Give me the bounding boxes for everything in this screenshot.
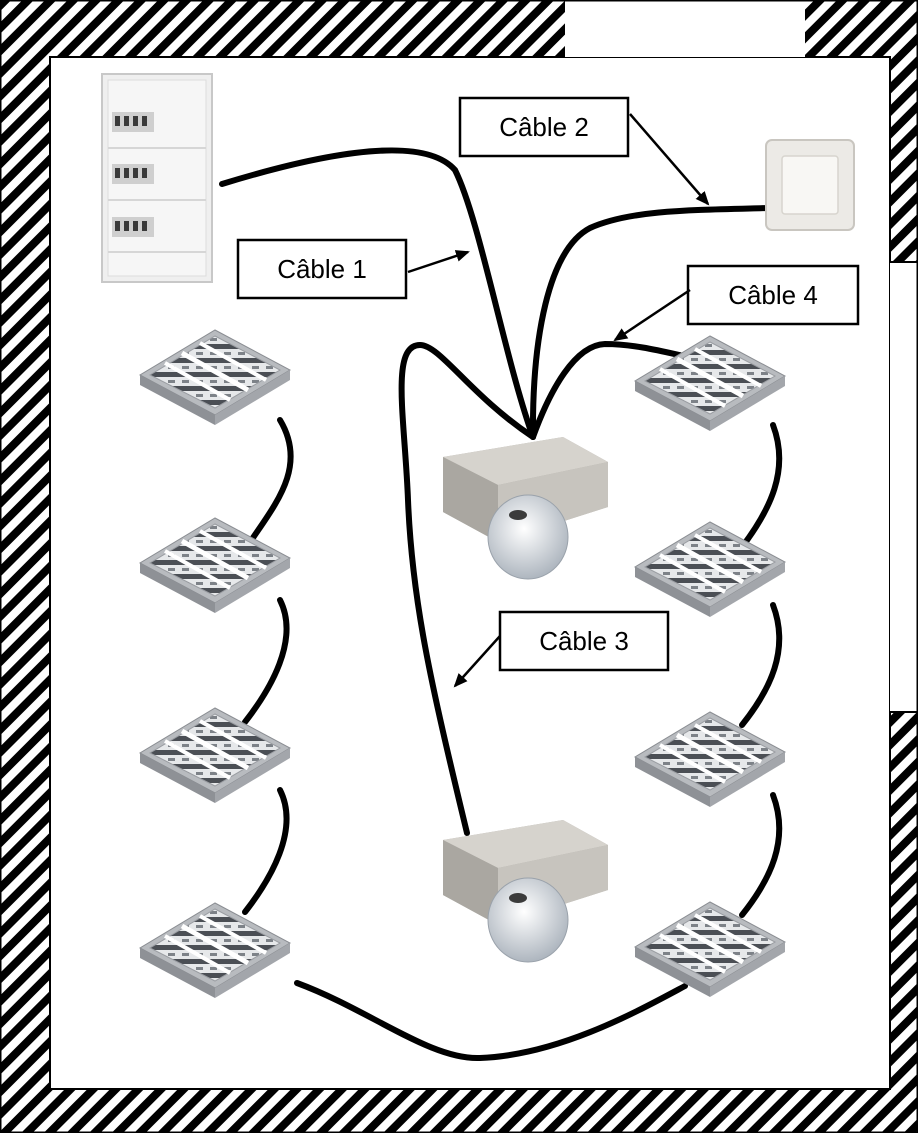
cable-2-label: Câble 2: [458, 96, 710, 206]
cable-4: [530, 341, 691, 440]
cable-2: [529, 205, 771, 440]
cable-4-label-text: Câble 4: [728, 280, 818, 310]
cable-4-label: Câble 4: [613, 264, 860, 342]
cable-right-3: [739, 792, 783, 918]
cable-1-label: Câble 1: [236, 238, 470, 300]
cable-right-2: [739, 602, 783, 728]
electrical-panel-icon: [101, 73, 213, 283]
cable-1-label-text: Câble 1: [277, 254, 367, 284]
cables: [219, 147, 783, 1062]
cable-left-2: [242, 597, 290, 725]
cable-left-1: [242, 417, 294, 553]
cable-bottom: [294, 980, 688, 1062]
cable-left-3: [242, 787, 290, 915]
cable-3-label-text: Câble 3: [539, 626, 629, 656]
cable-3-loop: [398, 342, 536, 836]
cable-right-1: [739, 422, 783, 550]
cable-2-label-text: Câble 2: [499, 112, 589, 142]
cable-1: [219, 147, 536, 440]
cable-3-label: Câble 3: [453, 610, 670, 688]
wall-switch-icon: [765, 139, 855, 231]
